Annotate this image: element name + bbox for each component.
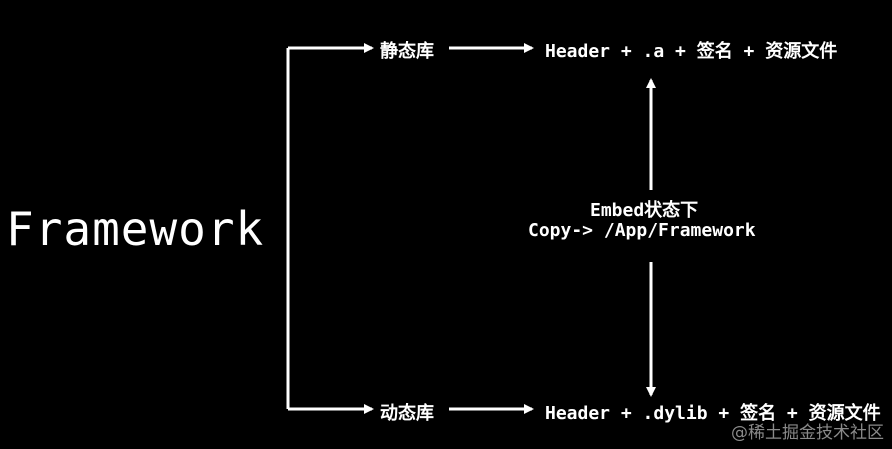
static-library-composition: Header + .a + 签名 + 资源文件	[545, 41, 838, 62]
embed-note-line1: Embed状态下	[590, 200, 699, 221]
dynamic-library-label: 动态库	[380, 403, 434, 424]
watermark: @稀土掘金技术社区	[731, 423, 884, 443]
framework-title: Framework	[6, 202, 265, 256]
static-library-label: 静态库	[380, 41, 434, 62]
embed-note-line2: Copy-> /App/Framework	[528, 220, 756, 241]
dynamic-library-composition: Header + .dylib + 签名 + 资源文件	[545, 403, 881, 424]
